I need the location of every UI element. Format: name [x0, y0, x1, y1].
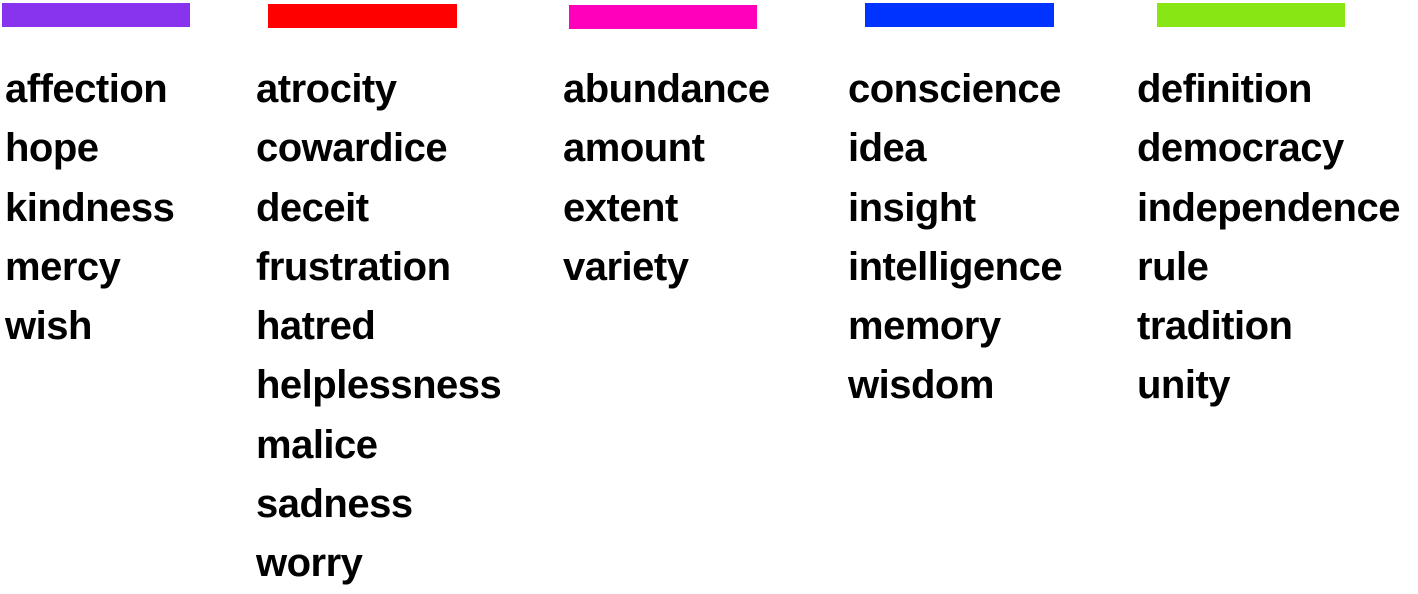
category-word-list: atrocity cowardice deceit frustration hatred…	[256, 60, 502, 594]
word-item: independence	[1137, 185, 1400, 230]
category-color-bar	[865, 3, 1054, 27]
word-item: hope	[5, 126, 99, 171]
word-item: sadness	[256, 482, 413, 527]
word-item: definition	[1137, 67, 1312, 111]
category-color-bar	[569, 5, 757, 29]
word-item: deceit	[256, 185, 369, 230]
word-item: conscience	[848, 67, 1061, 111]
word-item: atrocity	[256, 67, 397, 111]
word-item: helplessness	[256, 363, 502, 408]
word-item: cowardice	[256, 126, 448, 171]
category-word-list: affection hope kindness mercy wish	[5, 60, 175, 356]
word-item: unity	[1137, 363, 1231, 408]
word-item: mercy	[5, 244, 121, 289]
word-item: hatred	[256, 304, 376, 349]
word-item: variety	[563, 244, 689, 289]
word-item: kindness	[5, 185, 175, 230]
category-color-bar	[1157, 3, 1345, 27]
word-item: insight	[848, 185, 976, 230]
word-item: idea	[848, 126, 927, 171]
category-word-list: conscience idea insight intelligence memory w…	[848, 60, 1063, 416]
word-item: intelligence	[848, 244, 1063, 289]
word-item: democracy	[1137, 126, 1344, 171]
word-item: tradition	[1137, 304, 1293, 349]
word-item: worry	[256, 541, 363, 586]
word-item: wisdom	[848, 363, 994, 408]
word-item: memory	[848, 304, 1001, 349]
category-word-list: definition democracy independence rule tradi…	[1137, 60, 1400, 416]
word-item: affection	[5, 67, 168, 111]
word-item: frustration	[256, 244, 451, 289]
word-item: extent	[563, 185, 678, 230]
word-item: rule	[1137, 244, 1209, 289]
word-item: wish	[5, 304, 92, 349]
category-color-bar	[2, 3, 190, 27]
word-item: malice	[256, 422, 378, 467]
word-item: abundance	[563, 67, 770, 111]
word-item: amount	[563, 126, 705, 171]
category-word-list: abundance amount extent variety	[563, 60, 770, 297]
category-color-bar	[268, 4, 457, 28]
